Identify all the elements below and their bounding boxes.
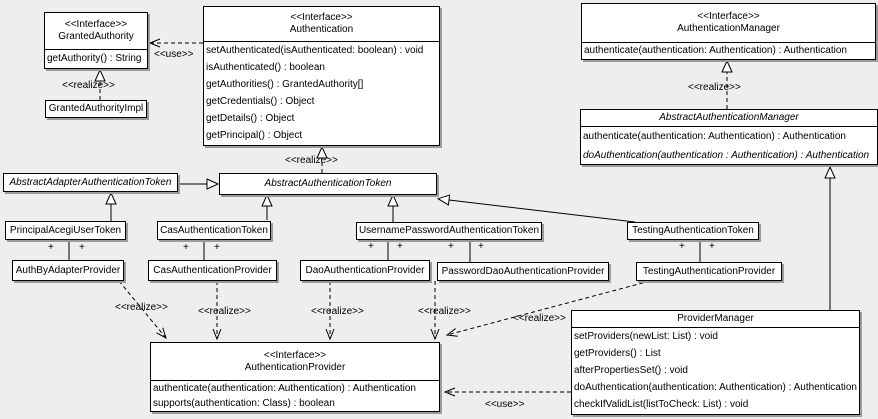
class-name: AuthenticationProvider	[244, 361, 346, 373]
class-name: PrincipalAcegiUserToken	[9, 224, 122, 236]
realize-testingauthenticationprovider	[445, 280, 651, 337]
use-label: <<use>>	[154, 49, 194, 60]
class-name: AbstractAuthenticationToken	[264, 178, 392, 189]
class-name: TestingAuthenticationToken	[632, 225, 754, 236]
class-auth-by-adapter-provider[interactable]: AuthByAdapterProvider	[12, 260, 124, 281]
class-abstract-adapter-authentication-token[interactable]: AbstractAdapterAuthenticationToken	[3, 173, 178, 192]
association-end-plus: +	[368, 241, 374, 252]
method: setAuthenticated(isAuthenticated: boolea…	[206, 45, 424, 56]
class-password-dao-authentication-provider[interactable]: PasswordDaoAuthenticationProvider	[437, 262, 609, 281]
class-name: Authentication	[289, 24, 354, 35]
class-name: AuthenticationManager	[677, 23, 780, 34]
realize-label: <<realize>>	[115, 302, 168, 313]
association-end-plus: +	[448, 241, 454, 252]
method: getAuthorities() : GrantedAuthority[]	[206, 79, 364, 90]
class-username-password-authentication-token[interactable]: UsernamePasswordAuthenticationToken	[356, 222, 542, 240]
stereotype: <<Interface>>	[697, 11, 760, 22]
class-name: AuthByAdapterProvider	[15, 264, 121, 276]
stereotype: <<Interface>>	[263, 349, 327, 361]
realize-label: <<realize>>	[311, 306, 364, 317]
stereotype: <<Interface>>	[64, 19, 128, 30]
association-end-plus: +	[183, 242, 189, 253]
method: supports(authentication: Class) : boolea…	[153, 398, 335, 409]
method: getPrincipal() : Object	[206, 130, 303, 141]
method: getAuthority() : String	[47, 53, 142, 64]
class-name: AbstractAdapterAuthenticationToken	[9, 176, 172, 188]
method: getProviders() : List	[574, 348, 661, 359]
class-abstract-authentication-manager[interactable]: AbstractAuthenticationManager authentica…	[580, 109, 878, 165]
class-granted-authority-impl[interactable]: GrantedAuthorityImpl	[45, 100, 147, 118]
method: afterPropertiesSet() : void	[574, 365, 688, 376]
class-cas-authentication-provider[interactable]: CasAuthenticationProvider	[148, 260, 277, 281]
gen-testingauthenticationtoken	[449, 200, 636, 223]
association-end-plus: +	[214, 242, 220, 253]
association-end-plus: +	[48, 242, 54, 253]
method: authenticate(authentication: Authenticat…	[583, 131, 846, 142]
realize-label: <<realize>>	[285, 155, 338, 166]
class-name: CasAuthenticationProvider	[153, 264, 272, 276]
use-label: <<use>>	[485, 399, 525, 410]
association-end-plus: +	[79, 242, 85, 253]
realize-label: <<realize>>	[198, 306, 251, 317]
class-cas-authentication-token[interactable]: CasAuthenticationToken	[157, 221, 271, 240]
method: setProviders(newList: List) : void	[574, 331, 718, 342]
method: checkIfValidList(listToCheck: List) : vo…	[574, 399, 749, 410]
realize-label: <<realize>>	[418, 306, 471, 317]
method: doAuthentication(authentication : Authen…	[583, 150, 870, 161]
class-abstract-authentication-token[interactable]: AbstractAuthenticationToken	[219, 173, 437, 195]
class-principal-acegi-user-token[interactable]: PrincipalAcegiUserToken	[5, 221, 126, 240]
class-name: UsernamePasswordAuthenticationToken	[358, 225, 540, 236]
class-name: CasAuthenticationToken	[160, 224, 268, 236]
method: isAuthenticated() : boolean	[206, 62, 325, 73]
method: getCredentials() : Object	[206, 96, 315, 107]
class-granted-authority[interactable]: <<Interface>> GrantedAuthority getAuthor…	[44, 12, 148, 69]
realize-label: <<realize>>	[62, 80, 115, 91]
association-end-plus: +	[709, 241, 715, 252]
class-dao-authentication-provider[interactable]: DaoAuthenticationProvider	[300, 260, 430, 281]
method: getDetails() : Object	[206, 113, 295, 124]
class-name: TestingAuthenticationProvider	[642, 265, 776, 277]
class-provider-manager[interactable]: ProviderManager setProviders(newList: Li…	[571, 310, 860, 415]
class-authentication[interactable]: <<Interface>> Authentication setAuthenti…	[203, 6, 440, 146]
realize-authbyadapterprovider	[118, 280, 167, 340]
class-name: ProviderManager	[677, 313, 754, 324]
method: authenticate(authentication: Authenticat…	[153, 383, 416, 394]
class-testing-authentication-token[interactable]: TestingAuthenticationToken	[627, 222, 759, 240]
method: authenticate(authentication: Authenticat…	[584, 45, 847, 56]
class-testing-authentication-provider[interactable]: TestingAuthenticationProvider	[636, 262, 782, 281]
class-name: DaoAuthenticationProvider	[305, 264, 425, 276]
association-end-plus: +	[478, 241, 484, 252]
class-authentication-provider[interactable]: <<Interface>> AuthenticationProvider aut…	[150, 342, 440, 412]
realize-label: <<realize>>	[513, 313, 566, 324]
class-name: PasswordDaoAuthenticationProvider	[441, 265, 605, 277]
association-end-plus: +	[679, 241, 685, 252]
realize-label: <<realize>>	[688, 82, 741, 93]
class-name: GrantedAuthority	[58, 31, 134, 42]
method: doAuthentication(authentication: Authent…	[574, 382, 857, 393]
class-name: GrantedAuthorityImpl	[48, 103, 144, 114]
association-end-plus: +	[397, 241, 403, 252]
class-name: AbstractAuthenticationManager	[659, 112, 799, 123]
class-authentication-manager[interactable]: <<Interface>> AuthenticationManager auth…	[581, 3, 876, 60]
stereotype: <<Interface>>	[290, 12, 353, 23]
